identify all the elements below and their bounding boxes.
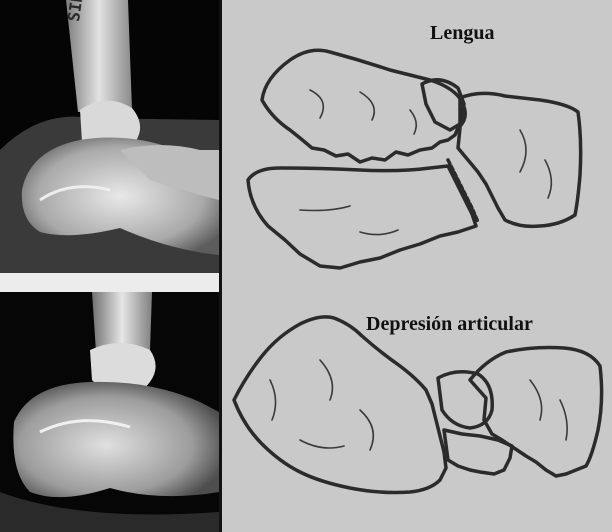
trabecular-mark <box>360 230 398 235</box>
trabecular-mark <box>300 440 344 448</box>
tongue-lower-fragment <box>248 166 476 268</box>
depression-lower-fragment <box>444 430 512 474</box>
trabecular-mark <box>310 90 323 118</box>
depression-posterior-fragment <box>234 317 446 493</box>
tongue-anterior-fragment <box>458 93 581 226</box>
trabecular-mark <box>520 130 526 172</box>
trabecular-mark <box>545 160 551 198</box>
trabecular-mark <box>360 92 374 120</box>
label-tongue: Lengua <box>430 22 494 45</box>
trabecular-mark <box>270 380 276 420</box>
trabecular-mark <box>360 410 373 450</box>
trabecular-mark <box>410 110 416 134</box>
tongue-sustentacular-fragment <box>422 80 464 130</box>
trabecular-mark <box>300 206 350 211</box>
trabecular-mark <box>530 380 542 420</box>
tongue-posterior-fragment <box>262 50 465 162</box>
trabecular-mark <box>560 400 567 440</box>
trabecular-mark <box>320 360 332 400</box>
label-joint-depression: Depresión articular <box>366 313 533 336</box>
